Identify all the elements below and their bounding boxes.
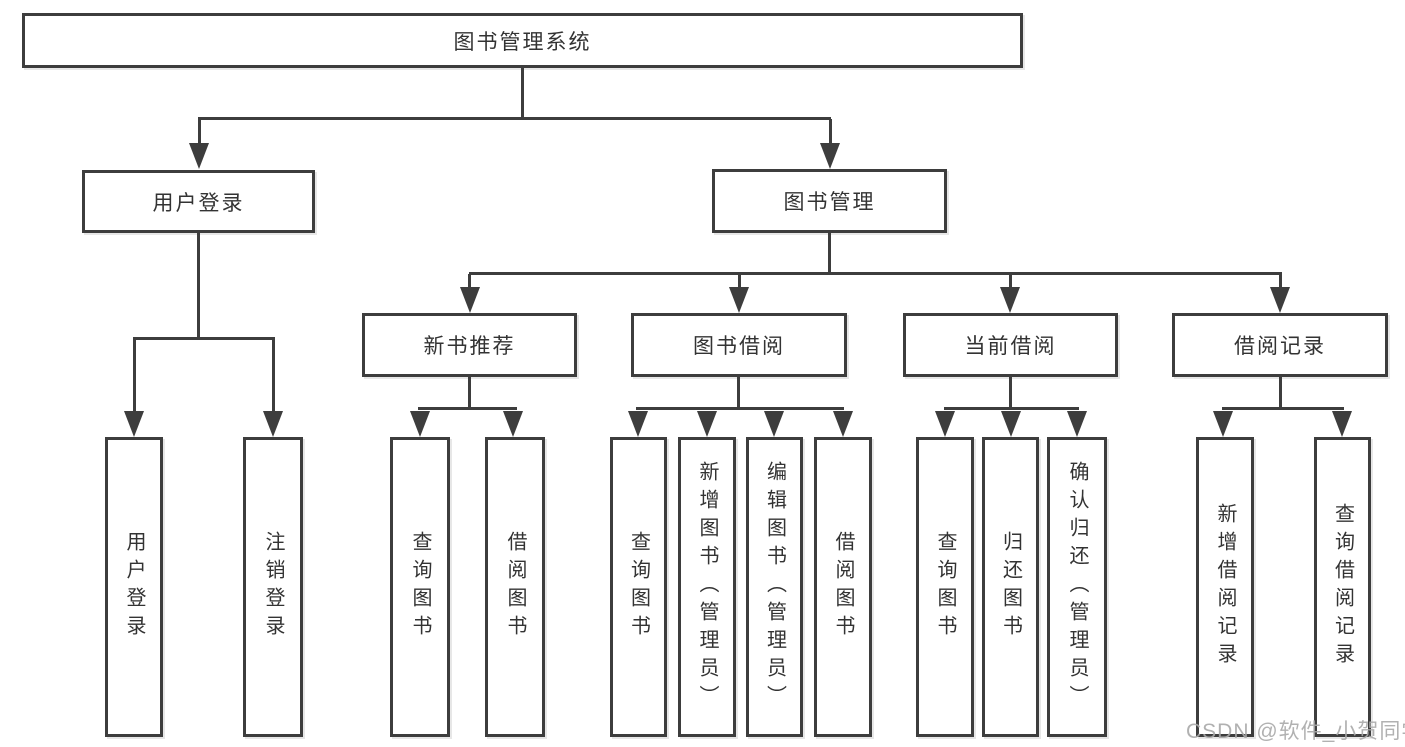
leaf-label: 编辑图书（管理员） <box>763 461 786 713</box>
connector-records-rail <box>1222 407 1344 410</box>
arrowhead-to-leaf-user-login <box>124 411 144 437</box>
connector-newbook-stub <box>468 377 471 410</box>
leaf-newbook-borrow-books: 借阅图书 <box>485 437 545 737</box>
leaf-label: 查询图书 <box>409 531 431 643</box>
arrowhead-to-borrowing-edit <box>764 411 784 437</box>
node-label: 新书推荐 <box>423 335 516 358</box>
node-label: 当前借阅 <box>964 335 1057 358</box>
leaf-newbook-query-books: 查询图书 <box>390 437 450 737</box>
leaf-label: 注销登录 <box>262 531 284 643</box>
leaf-label: 查询图书 <box>934 531 956 643</box>
arrowhead-to-user-login <box>189 143 209 169</box>
node-book-borrowing: 图书借阅 <box>631 313 847 377</box>
connector-current-stub <box>1009 377 1012 410</box>
leaf-borrowing-edit-books-admin: 编辑图书（管理员） <box>746 437 803 737</box>
arrowhead-to-newbook-query <box>410 411 430 437</box>
leaf-label: 查询图书 <box>627 531 650 643</box>
connector-arrow-shaft <box>1279 274 1282 289</box>
connector-arrow-shaft <box>133 339 136 413</box>
connector-book-mgmt-stub <box>828 233 831 275</box>
node-label: 图书借阅 <box>693 335 785 358</box>
node-label: 借阅记录 <box>1234 335 1326 358</box>
connector-arrow-shaft <box>272 339 275 413</box>
arrowhead-to-current-confirm <box>1067 411 1087 437</box>
leaf-label: 查询借阅记录 <box>1331 503 1354 671</box>
leaf-current-query-books: 查询图书 <box>916 437 974 737</box>
connector-current-rail <box>944 407 1079 410</box>
leaf-borrowing-add-books-admin: 新增图书（管理员） <box>678 437 736 737</box>
connector-arrow-shaft <box>198 119 201 145</box>
connector-root-stub <box>521 68 524 120</box>
node-label: 图书管理系统 <box>453 30 592 54</box>
arrowhead-to-records-add <box>1213 411 1233 437</box>
leaf-records-query-record: 查询借阅记录 <box>1314 437 1371 737</box>
leaf-label: 借阅图书 <box>504 531 526 643</box>
arrowhead-to-current-return <box>1001 411 1021 437</box>
connector-arrow-shaft <box>738 274 741 289</box>
leaf-label: 归还图书 <box>999 531 1022 643</box>
leaf-label: 确认归还（管理员） <box>1066 461 1088 713</box>
arrowhead-to-leaf-logout <box>263 411 283 437</box>
arrowhead-to-current-borrowing <box>1000 287 1020 313</box>
connector-borrowing-stub <box>737 377 740 410</box>
leaf-label: 用户登录 <box>123 531 145 643</box>
connector-newbook-rail <box>418 407 517 410</box>
connector-arrow-shaft <box>829 119 832 145</box>
arrowhead-to-new-book-recommend <box>460 287 480 313</box>
arrowhead-to-borrowing-records <box>1270 287 1290 313</box>
connector-user-login-stub <box>197 233 200 340</box>
arrowhead-to-records-query <box>1332 411 1352 437</box>
leaf-label: 借阅图书 <box>832 531 854 643</box>
leaf-label: 新增图书（管理员） <box>696 461 718 713</box>
node-new-book-recommend: 新书推荐 <box>362 313 577 377</box>
connector-user-login-rail <box>133 337 275 340</box>
node-label: 图书管理 <box>783 191 876 214</box>
arrowhead-to-book-borrowing <box>729 287 749 313</box>
leaf-label: 新增借阅记录 <box>1214 503 1236 671</box>
connector-arrow-shaft <box>468 274 471 289</box>
leaf-borrowing-query-books: 查询图书 <box>610 437 667 737</box>
leaf-current-return-books: 归还图书 <box>982 437 1039 737</box>
leaf-logout: 注销登录 <box>243 437 303 737</box>
node-book-management: 图书管理 <box>712 169 947 233</box>
arrowhead-to-newbook-borrow <box>503 411 523 437</box>
node-borrowing-records: 借阅记录 <box>1172 313 1388 377</box>
connector-level2-rail <box>469 272 1282 275</box>
node-user-login: 用户登录 <box>82 170 315 233</box>
node-root-library-system: 图书管理系统 <box>22 13 1023 68</box>
connector-level1-rail <box>198 117 831 120</box>
connector-arrow-shaft <box>1009 274 1012 289</box>
arrowhead-to-current-query <box>935 411 955 437</box>
csdn-watermark: CSDN @软件_小贺同学 <box>1186 720 1405 743</box>
leaf-user-login: 用户登录 <box>105 437 163 737</box>
leaf-records-add-record: 新增借阅记录 <box>1196 437 1254 737</box>
node-label: 用户登录 <box>152 191 245 215</box>
node-current-borrowing: 当前借阅 <box>903 313 1118 377</box>
connector-records-stub <box>1279 377 1282 410</box>
arrowhead-to-book-management <box>820 143 840 169</box>
arrowhead-to-borrowing-query <box>628 411 648 437</box>
arrowhead-to-borrowing-add <box>697 411 717 437</box>
arrowhead-to-borrowing-borrow <box>833 411 853 437</box>
leaf-borrowing-borrow-books: 借阅图书 <box>814 437 872 737</box>
connector-borrowing-rail <box>636 407 844 410</box>
leaf-current-confirm-return-admin: 确认归还（管理员） <box>1047 437 1107 737</box>
